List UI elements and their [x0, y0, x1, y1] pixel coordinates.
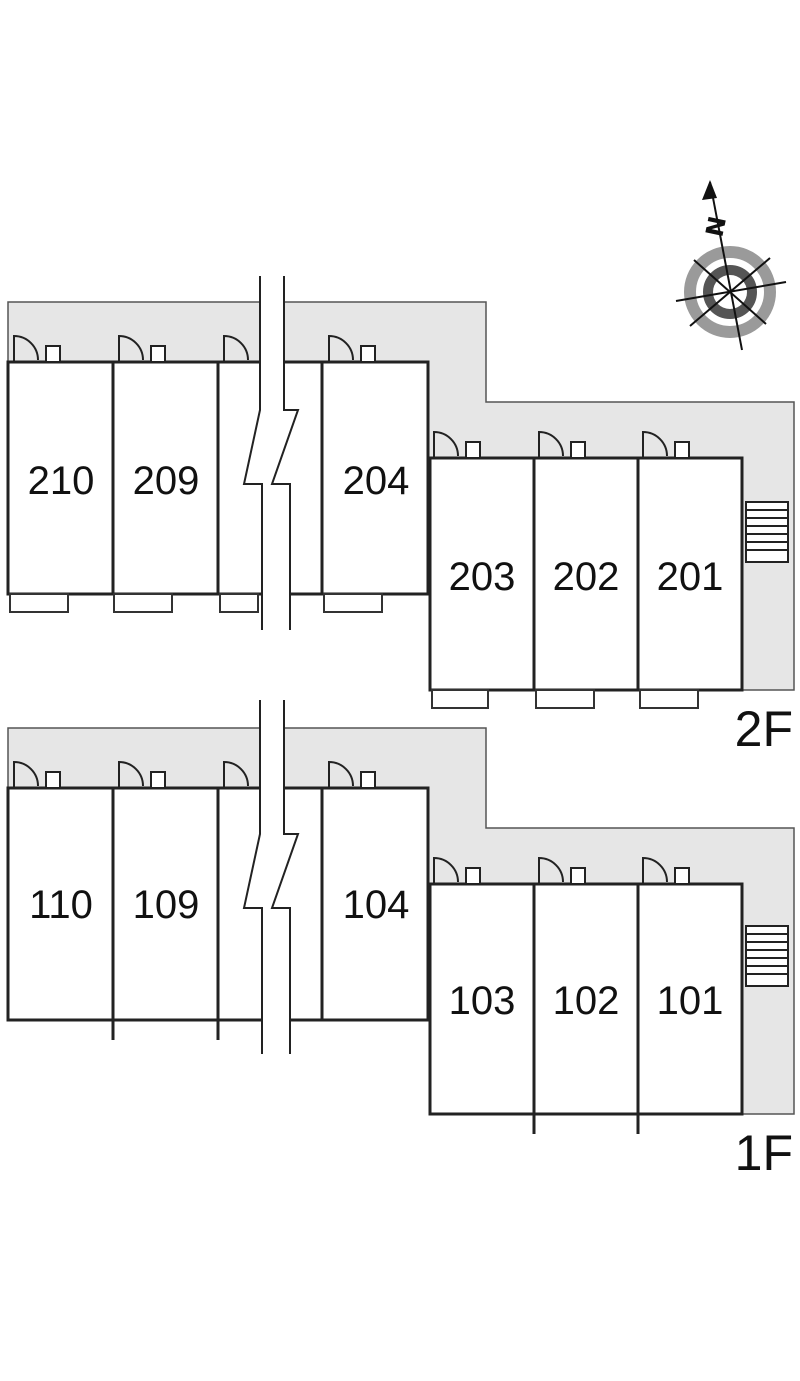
unit-label-209: 209: [133, 459, 200, 503]
unit-label-101: 101: [657, 979, 724, 1023]
floor-label-2f: 2F: [735, 701, 793, 757]
unit-label-202: 202: [553, 555, 620, 599]
compass-icon: [675, 180, 787, 351]
unit-label-103: 103: [449, 979, 516, 1023]
unit-label-201: 201: [657, 555, 724, 599]
floor-label-1f: 1F: [735, 1125, 793, 1181]
unit-label-203: 203: [449, 555, 516, 599]
floor-1f: 110 109 104 103 102 101 1F: [6, 700, 795, 1181]
compass-north-label: N: [700, 214, 732, 239]
unit-label-102: 102: [553, 979, 620, 1023]
unit-label-104: 104: [343, 883, 410, 927]
compass: N: [675, 180, 787, 351]
floor-2f: 210 209 204 203 202 201 2F: [6, 276, 795, 757]
unit-label-110: 110: [29, 883, 93, 927]
unit-label-109: 109: [133, 883, 200, 927]
stairs-2f: [745, 501, 789, 563]
unit-label-204: 204: [343, 459, 410, 503]
unit-label-210: 210: [28, 459, 95, 503]
stairs-1f: [745, 925, 789, 987]
